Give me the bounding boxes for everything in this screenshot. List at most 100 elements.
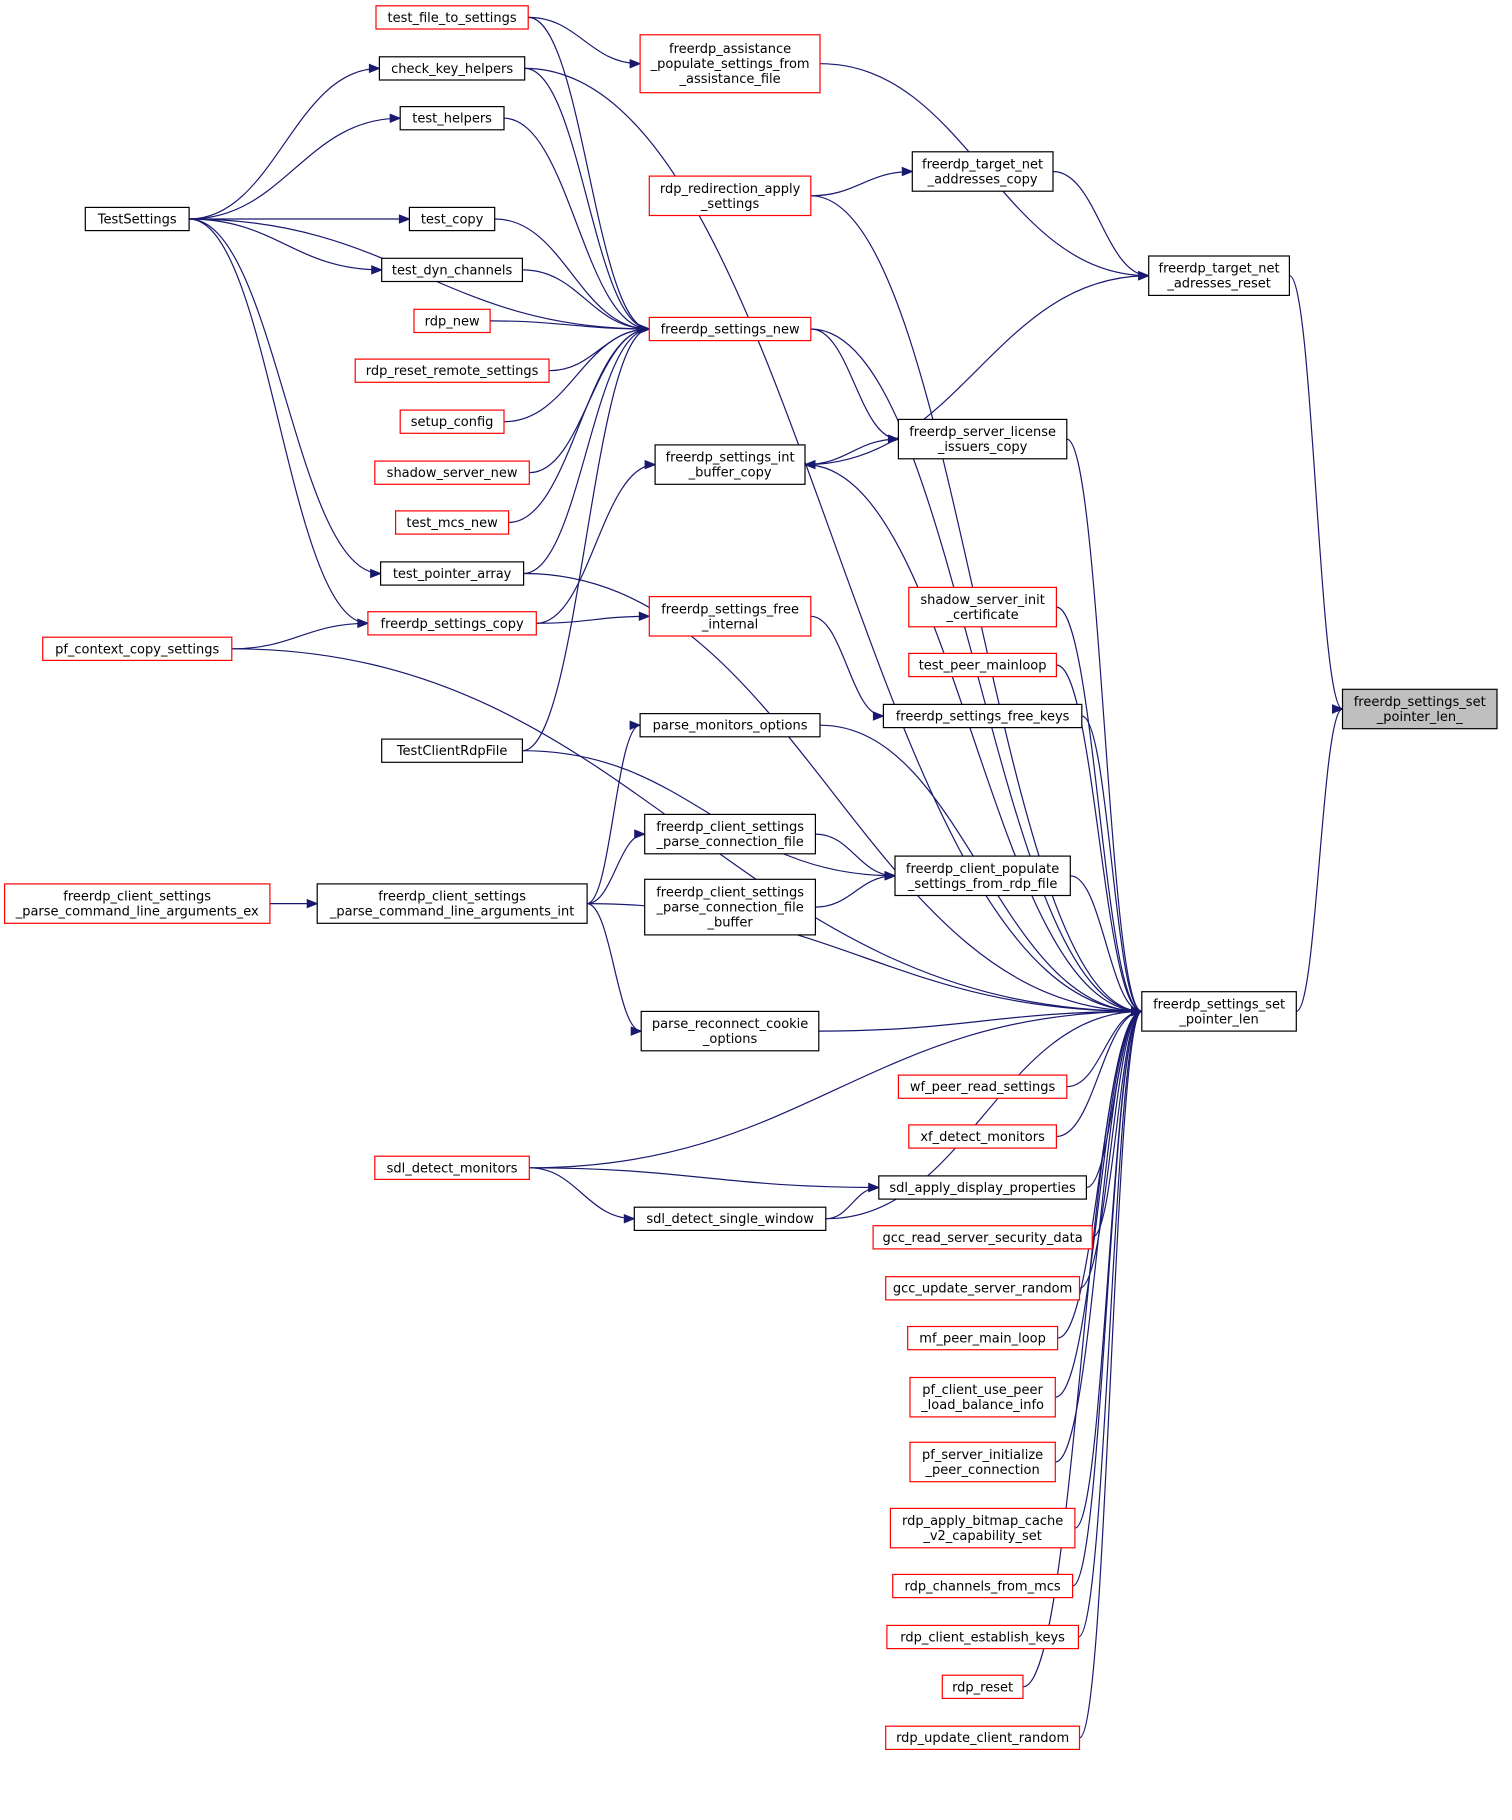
node-label: shadow_server_init <box>920 593 1045 608</box>
edge-redir-apply-to-target-net-copy <box>810 166 914 197</box>
edge-set-len-to-target <box>1295 704 1344 1012</box>
node-box <box>878 1175 1087 1200</box>
node-test-mcs-new[interactable]: test_mcs_new <box>395 510 510 535</box>
node-test-helpers[interactable]: test_helpers <box>399 105 505 131</box>
edge-target-net-copy-to-target-net-reset <box>1052 170 1151 281</box>
node-populate-rdp-file[interactable]: freerdp_client_populate_settings_from_rd… <box>894 855 1071 897</box>
node-set-len[interactable]: freerdp_settings_set_pointer_len <box>1141 991 1297 1032</box>
arrowhead <box>371 265 384 275</box>
node-rdp-reset[interactable]: rdp_reset <box>941 1674 1024 1699</box>
node-label: freerdp_client_settings <box>378 890 526 905</box>
node-gcc-read-server[interactable]: gcc_read_server_security_data <box>872 1225 1093 1250</box>
node-box <box>640 1010 820 1052</box>
node-parse-reconnect[interactable]: parse_reconnect_cookie_options <box>640 1010 820 1052</box>
node-settings-new[interactable]: freerdp_settings_new <box>648 316 812 342</box>
node-box <box>941 1674 1024 1699</box>
node-box <box>889 1507 1076 1549</box>
node-wf-peer-read[interactable]: wf_peer_read_settings <box>897 1074 1068 1099</box>
node-sdl-detect-single[interactable]: sdl_detect_single_window <box>633 1206 827 1231</box>
arrowhead <box>398 214 411 224</box>
node-setup-config[interactable]: setup_config <box>399 409 505 434</box>
node-parse-conn-file[interactable]: freerdp_client_settings_parse_connection… <box>644 813 817 855</box>
node-label: gcc_read_server_security_data <box>883 1231 1083 1246</box>
arrowhead <box>1138 270 1151 281</box>
node-check-key-helpers[interactable]: check_key_helpers <box>378 56 526 81</box>
node-label: _parse_connection_file <box>655 901 803 916</box>
edge-testsettings-to-test-pointer-array <box>189 218 382 579</box>
node-target[interactable]: freerdp_settings_set_pointer_len_ <box>1341 688 1498 730</box>
node-test-file-to-settings[interactable]: test_file_to_settings <box>375 5 529 30</box>
node-license-copy[interactable]: freerdp_server_license_issuers_copy <box>897 418 1068 460</box>
node-sdl-apply-display[interactable]: sdl_apply_display_properties <box>878 1175 1087 1200</box>
node-label: freerdp_settings_new <box>661 323 800 338</box>
node-redir-apply[interactable]: rdp_redirection_apply_settings <box>648 175 812 217</box>
node-testclientrdpfile[interactable]: TestClientRdpFile <box>381 738 524 763</box>
edge-free-keys-to-set-len <box>1081 715 1144 1017</box>
node-label: _parse_connection_file <box>655 835 803 850</box>
node-parse-monitors[interactable]: parse_monitors_options <box>639 712 821 738</box>
node-testsettings[interactable]: TestSettings <box>84 206 190 232</box>
node-rdp-client-keys[interactable]: rdp_client_establish_keys <box>886 1624 1080 1650</box>
node-target-net-reset[interactable]: freerdp_target_net_adresses_reset <box>1148 255 1290 297</box>
arrowhead <box>638 611 651 622</box>
node-assistance[interactable]: freerdp_assistance_populate_settings_fro… <box>639 34 821 94</box>
arrowhead <box>630 1026 643 1036</box>
node-free-keys[interactable]: freerdp_settings_free_keys <box>882 703 1083 729</box>
edge-parse-cmd-int-to-parse-monitors <box>586 720 642 905</box>
node-label: _v2_capability_set <box>922 1529 1042 1544</box>
node-box <box>633 1206 827 1231</box>
node-rdp-new[interactable]: rdp_new <box>413 308 491 334</box>
node-test-pointer-array[interactable]: test_pointer_array <box>380 561 525 586</box>
node-rdp-apply-bitmap[interactable]: rdp_apply_bitmap_cache_v2_capability_set <box>889 1507 1076 1549</box>
node-label: freerdp_target_net <box>922 158 1043 173</box>
node-mf-peer-main-loop[interactable]: mf_peer_main_loop <box>907 1325 1059 1351</box>
edge-rdp-reset-remote-to-settings-new <box>548 324 651 372</box>
edge-test-file-to-settings-to-assistance <box>528 16 642 69</box>
node-label: wf_peer_read_settings <box>910 1080 1056 1095</box>
node-free-internal[interactable]: freerdp_settings_free_internal <box>648 595 812 637</box>
node-label: shadow_server_new <box>387 466 518 481</box>
edge-int-buffer-copy-to-target-net-reset <box>804 270 1151 466</box>
node-pf-server-init-peer[interactable]: pf_server_initialize_peer_connection <box>909 1441 1056 1483</box>
node-label: test_helpers <box>412 112 492 127</box>
node-test-copy[interactable]: test_copy <box>408 206 496 232</box>
node-target-net-copy[interactable]: freerdp_target_net_addresses_copy <box>911 151 1054 192</box>
node-label: mf_peer_main_loop <box>919 1332 1046 1347</box>
arrowhead <box>623 1213 636 1224</box>
node-shadow-init-cert[interactable]: shadow_server_init_certificate <box>908 586 1057 628</box>
node-box <box>1148 255 1290 297</box>
node-test-dyn-channels[interactable]: test_dyn_channels <box>381 257 524 283</box>
node-parse-conn-file-buf[interactable]: freerdp_client_settings_parse_connection… <box>644 878 817 936</box>
node-rdp-channels-mcs[interactable]: rdp_channels_from_mcs <box>892 1573 1074 1599</box>
edge-test-dyn-channels-to-settings-new <box>522 269 651 334</box>
node-box <box>908 1124 1057 1149</box>
node-settings-copy[interactable]: freerdp_settings_copy <box>367 611 537 636</box>
edge-target-net-reset-to-target <box>1288 275 1344 714</box>
node-label: check_key_helpers <box>391 62 513 77</box>
node-box <box>872 1225 1093 1250</box>
node-gcc-update-random[interactable]: gcc_update_server_random <box>885 1276 1081 1301</box>
node-sdl-detect-monitors[interactable]: sdl_detect_monitors <box>374 1155 530 1180</box>
node-parse-cmd-ex[interactable]: freerdp_client_settings_parse_command_li… <box>3 883 271 924</box>
node-pf-client-use-peer[interactable]: pf_client_use_peer_load_balance_info <box>909 1376 1056 1418</box>
node-shadow-server-new[interactable]: shadow_server_new <box>374 460 530 485</box>
node-test-peer-mainloop[interactable]: test_peer_mainloop <box>908 652 1057 678</box>
node-rdp-reset-remote[interactable]: rdp_reset_remote_settings <box>354 358 550 383</box>
node-box <box>399 105 505 131</box>
node-parse-cmd-int[interactable]: freerdp_client_settings_parse_command_li… <box>316 883 588 924</box>
node-box <box>374 460 530 485</box>
node-rdp-update-random[interactable]: rdp_update_client_random <box>885 1725 1081 1750</box>
node-pf-context-copy[interactable]: pf_context_copy_settings <box>42 636 233 662</box>
node-box <box>885 1725 1081 1750</box>
node-int-buffer-copy[interactable]: freerdp_settings_int_buffer_copy <box>654 444 806 485</box>
node-box <box>1141 991 1297 1032</box>
arrowhead <box>389 113 402 123</box>
node-box <box>908 652 1057 678</box>
edge-pf-context-copy-to-settings-copy <box>231 618 370 650</box>
arrowhead <box>634 829 647 839</box>
node-box <box>897 418 1068 460</box>
edge-parse-reconnect-to-set-len <box>818 1006 1144 1032</box>
node-layer: freerdp_settings_set_pointer_len_freerdp… <box>3 5 1498 1750</box>
arrowhead <box>370 568 382 579</box>
node-xf-detect[interactable]: xf_detect_monitors <box>908 1124 1057 1149</box>
